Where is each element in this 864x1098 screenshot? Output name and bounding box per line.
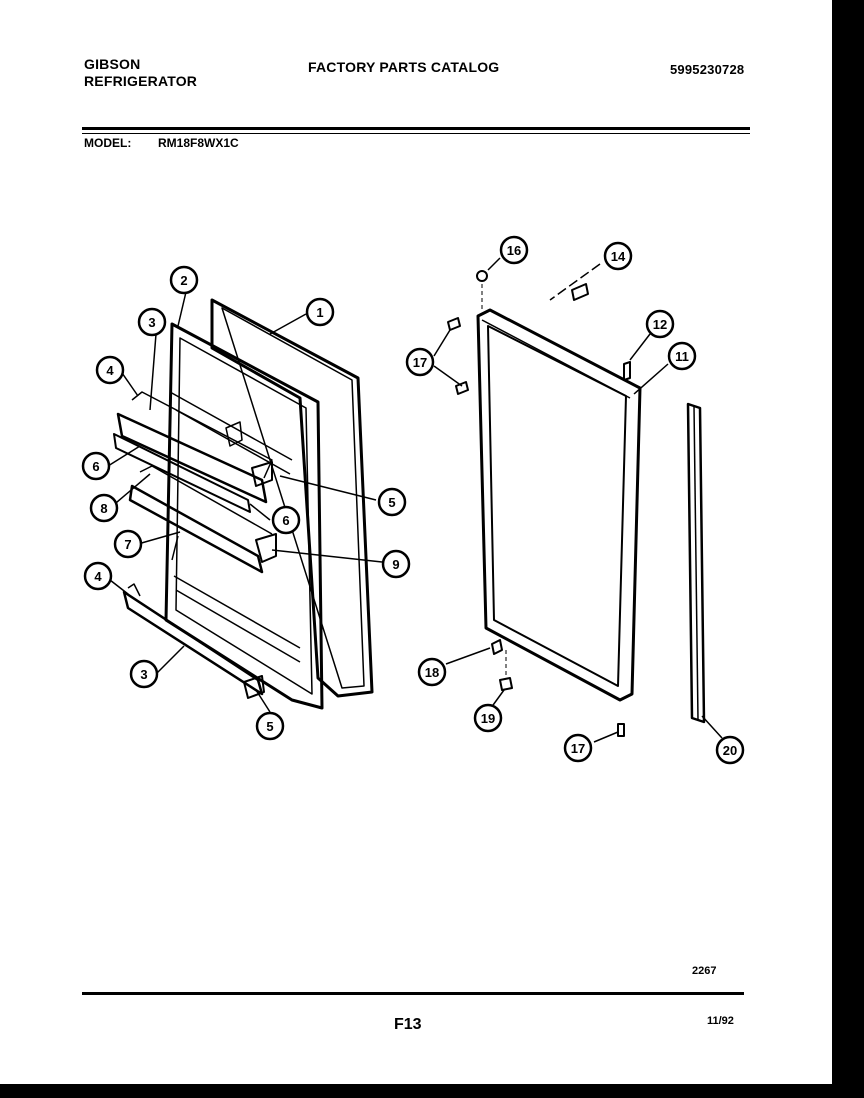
callout-label: 2 (180, 273, 187, 288)
callout-circle (305, 297, 335, 327)
drawing-number: 2267 (692, 965, 717, 977)
catalog-part-number: 5995230728 (670, 62, 745, 77)
callout-label: 5 (266, 719, 273, 734)
model-label: MODEL: (84, 136, 132, 150)
hinge-cap-bottom (499, 677, 513, 691)
lower-door-shelf (122, 583, 265, 699)
hinge-pin-top (571, 283, 589, 301)
callout-circle (83, 561, 113, 591)
hinge-bushing (491, 639, 503, 655)
callout-label: 3 (148, 315, 155, 330)
screw-mid (455, 381, 469, 395)
callout-label: 19 (481, 711, 495, 726)
callout-label: 17 (571, 741, 585, 756)
callout-label: 16 (507, 243, 521, 258)
callout-circle (603, 241, 633, 271)
callout-circle (381, 549, 411, 579)
catalog-date: 11/92 (707, 1015, 734, 1027)
callout-circle (715, 735, 745, 765)
callout-label: 5 (388, 495, 395, 510)
catalog-sheet: GIBSON REFRIGERATOR FACTORY PARTS CATALO… (0, 0, 832, 1084)
callout-circle (377, 487, 407, 517)
callout-label: 3 (140, 667, 147, 682)
callout-circle (417, 657, 447, 687)
callout-label: 4 (94, 569, 102, 584)
callout-circle (667, 341, 697, 371)
model-number: RM18F8WX1C (158, 136, 239, 150)
callout-circle (645, 309, 675, 339)
callout-circle (473, 703, 503, 733)
hinge-cap-top (476, 270, 488, 282)
callout-circle (89, 493, 119, 523)
upper-door-shelf (113, 391, 273, 513)
brand-block: GIBSON REFRIGERATOR (84, 56, 197, 90)
screw-top (447, 317, 461, 331)
header-rule-thick (82, 127, 750, 130)
middle-door-shelf (128, 465, 277, 574)
side-gasket-strip (686, 402, 706, 724)
model-line: MODEL: RM18F8WX1C (84, 136, 239, 150)
callout-circle (81, 451, 111, 481)
page-id: F13 (394, 1016, 422, 1033)
callout-label: 1 (316, 305, 323, 320)
callout-circle (137, 307, 167, 337)
screw-bottom (617, 723, 625, 737)
callout-label: 4 (106, 363, 114, 378)
stop-pin (623, 361, 631, 381)
callout-label: 6 (282, 513, 289, 528)
callout-label: 18 (425, 665, 439, 680)
outer-door-frame (476, 308, 642, 702)
callout-circle (129, 659, 159, 689)
callout-label: 20 (723, 743, 737, 758)
callout-label: 6 (92, 459, 99, 474)
catalog-title: FACTORY PARTS CATALOG (308, 59, 500, 75)
callout-label: 7 (124, 537, 131, 552)
callout-label: 14 (611, 249, 626, 264)
footer-rule (82, 992, 744, 995)
header-rule-thin (82, 133, 750, 134)
callout-circle (563, 733, 593, 763)
callout-circle (255, 711, 285, 741)
callout-label: 11 (675, 349, 689, 364)
callout-label: 8 (100, 501, 107, 516)
hinge-parts (447, 270, 631, 737)
callout-circle (271, 505, 301, 535)
callout-label: 12 (653, 317, 667, 332)
product-type: REFRIGERATOR (84, 73, 198, 89)
callout-circle (405, 347, 435, 377)
callout-circle (113, 529, 143, 559)
callout-label: 17 (413, 355, 427, 370)
door-gasket (210, 298, 374, 698)
callout-circle (95, 355, 125, 385)
leader-lines (107, 257, 723, 743)
callout-label: 9 (392, 557, 399, 572)
callout-circle (499, 235, 529, 265)
callout-circle (169, 265, 199, 295)
brand-name: GIBSON (84, 56, 141, 72)
